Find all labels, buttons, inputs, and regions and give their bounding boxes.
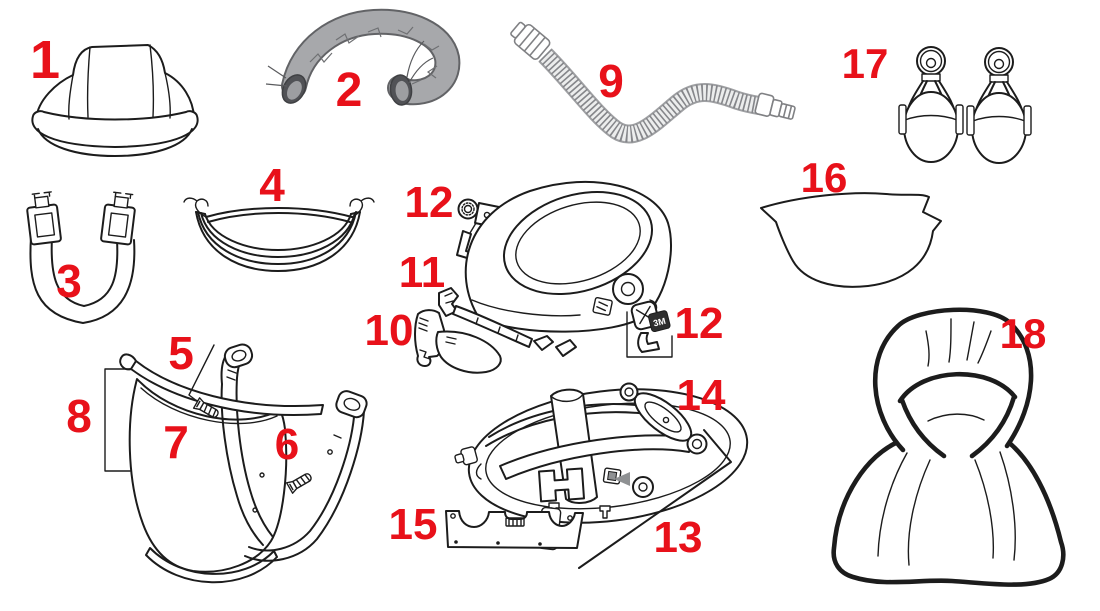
badge-3m-text: 3M xyxy=(652,316,667,329)
label-part-7: 7 xyxy=(163,416,189,468)
label-part-11: 11 xyxy=(399,248,446,297)
adjust-arrow-glyph xyxy=(614,472,630,486)
label-part-14: 14 xyxy=(677,371,726,420)
label-part-17: 17 xyxy=(842,40,889,87)
part-1-head-cover-drawing xyxy=(31,44,199,157)
label-part-10: 10 xyxy=(365,306,414,355)
label-part-2: 2 xyxy=(336,64,363,117)
part-15-brow-pad-drawing xyxy=(445,510,584,549)
label-part-9: 9 xyxy=(598,55,624,107)
label-part-16: 16 xyxy=(801,154,848,201)
part-4-visor-stack-drawing xyxy=(183,197,375,272)
part-12-pivot-kit-right-drawing: 3M xyxy=(626,300,673,358)
label-part-5: 5 xyxy=(168,327,194,379)
part-2-air-duct-drawing xyxy=(265,8,461,106)
label-part-15: 15 xyxy=(389,500,438,549)
label-part-3: 3 xyxy=(56,255,82,307)
label-part-12-right: 12 xyxy=(675,299,724,348)
label-part-12-left: 12 xyxy=(405,178,454,227)
part-16-visor-window-drawing xyxy=(760,192,942,288)
part-labels: 1 2 3 4 5 6 7 8 9 10 11 12 12 13 14 15 1… xyxy=(30,30,1046,562)
label-part-4: 4 xyxy=(259,159,285,211)
part-3-chin-strap-drawing xyxy=(26,191,136,324)
label-part-1: 1 xyxy=(30,30,60,90)
label-part-8: 8 xyxy=(66,390,92,442)
part-8-face-shield-drawing xyxy=(104,343,368,584)
part-14-pivot-arm-drawing xyxy=(619,382,708,455)
part-17-earmuffs-drawing xyxy=(898,46,1032,164)
label-part-13: 13 xyxy=(654,513,703,562)
label-part-18: 18 xyxy=(1000,310,1047,357)
helmet-shell-drawing xyxy=(464,180,672,333)
part-11-seal-strip-drawing xyxy=(438,287,577,357)
part-10-air-deflector-drawing xyxy=(414,309,502,374)
part-9-breathing-tube-drawing xyxy=(510,21,796,144)
part-18-hood-drawing xyxy=(831,307,1066,587)
label-part-6: 6 xyxy=(275,420,299,469)
